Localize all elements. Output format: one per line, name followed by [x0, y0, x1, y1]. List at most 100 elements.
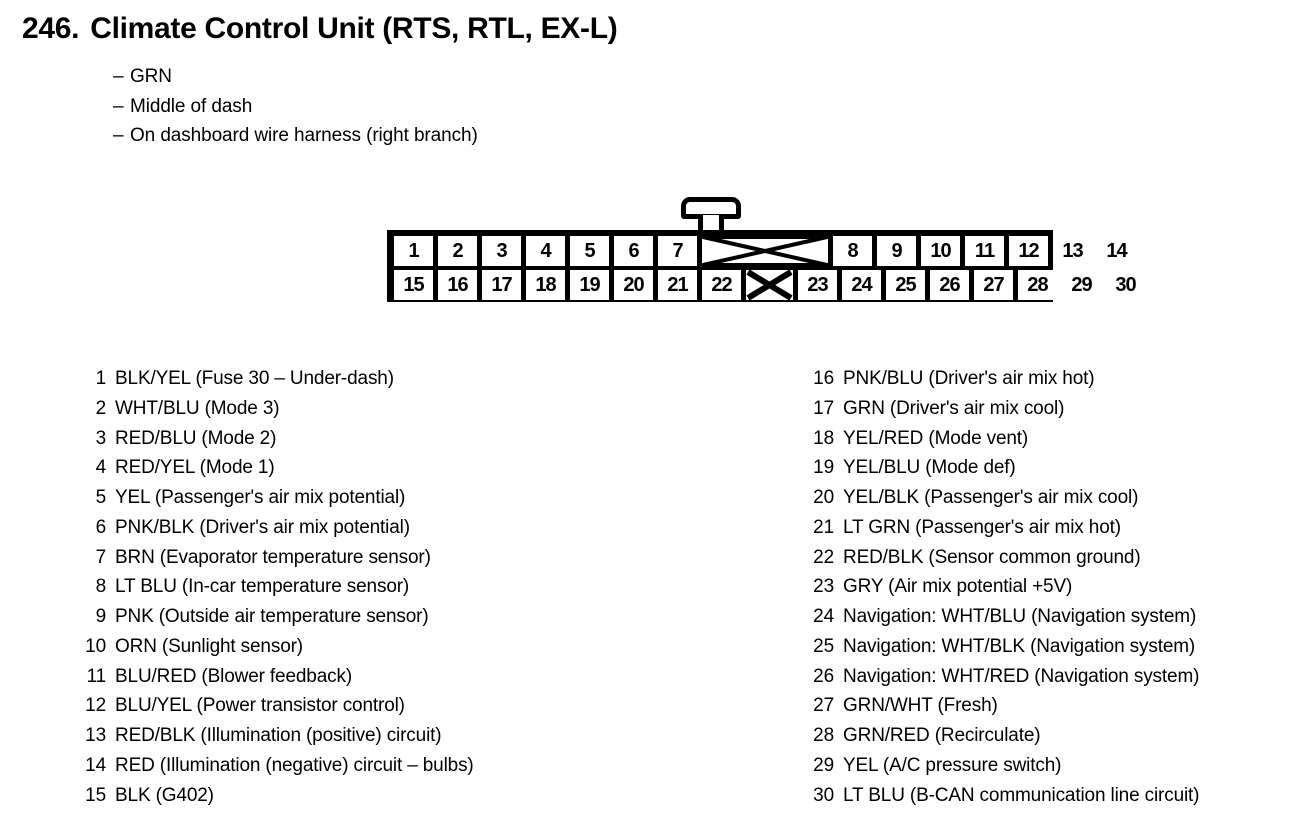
connector-attribute-color: –GRN — [113, 62, 478, 92]
pin-number: 24 — [813, 606, 834, 627]
pin-description: PNK (Outside air temperature sensor) — [115, 606, 429, 627]
pin-list-item: 24 Navigation: WHT/BLU (Navigation system… — [806, 602, 1199, 632]
bullet-dash: – — [113, 125, 124, 146]
pin-number: 22 — [813, 546, 834, 568]
connector-attribute-harness-text: On dashboard wire harness (right branch) — [130, 125, 478, 146]
pin-list-item: 25 Navigation: WHT/BLK (Navigation system… — [806, 632, 1199, 662]
pin-number: 10 — [85, 635, 106, 657]
pin-list-item: 18 YEL/RED (Mode vent) — [806, 424, 1199, 454]
pin-number: 23 — [813, 576, 834, 598]
connector-pin-cell-22: 22 — [702, 270, 741, 300]
pin-number: 18 — [813, 427, 834, 449]
pin-number: 29 — [813, 754, 834, 776]
pin-description: BRN (Evaporator temperature sensor) — [115, 546, 431, 568]
bullet-dash: – — [113, 66, 124, 87]
pin-number: 11 — [86, 665, 107, 687]
pin-number: 8 — [95, 576, 107, 598]
pin-description: Navigation: WHT/BLK (Navigation system) — [843, 635, 1196, 657]
pin-number: 27 — [813, 695, 834, 717]
connector-pin-cell-16: 16 — [438, 270, 477, 300]
pin-description: BLK/YEL (Fuse 30 – Under-dash) — [115, 368, 394, 389]
pin-description: YEL/BLU (Mode def) — [843, 457, 1016, 479]
pin-description: YEL/RED (Mode vent) — [843, 427, 1029, 449]
connector-attribute-location-text: Middle of dash — [130, 95, 253, 117]
connector-pin-cell-29: 29 — [1062, 270, 1101, 300]
connector-pin-cell-21: 21 — [658, 270, 697, 300]
bullet-dash: – — [113, 95, 124, 117]
pin-number: 15 — [85, 784, 106, 806]
connector-pin-cell-17: 17 — [482, 270, 521, 300]
connector-pin-cell-20: 20 — [614, 270, 653, 300]
blank-cavity-x-icon — [702, 236, 828, 266]
connector-pin-cell-4: 4 — [526, 236, 565, 266]
pin-list-item: 17 GRN (Driver's air mix cool) — [806, 394, 1199, 424]
connector-attribute-harness: –On dashboard wire harness (right branch… — [113, 121, 478, 151]
pin-description: Navigation: WHT/BLU (Navigation system) — [843, 606, 1197, 627]
connector-pin-cell-3: 3 — [482, 236, 521, 266]
pin-list-item: 23 GRY (Air mix potential +5V) — [806, 572, 1199, 602]
pin-description: RED/BLK (Illumination (positive) circuit… — [115, 725, 442, 746]
connector-pin-cell-15: 15 — [394, 270, 433, 300]
pin-description: LT BLU (In-car temperature sensor) — [115, 576, 410, 598]
pin-list-item: 9 PNK (Outside air temperature sensor) — [78, 602, 474, 632]
pin-number: 1 — [95, 368, 107, 389]
pin-description: RED (Illumination (negative) circuit – b… — [115, 754, 474, 776]
pin-number: 17 — [813, 397, 834, 419]
pin-description: ORN (Sunlight sensor) — [115, 635, 303, 657]
pin-number: 13 — [85, 725, 106, 746]
pin-number: 14 — [85, 754, 106, 776]
pin-number: 5 — [95, 487, 107, 508]
page-title-text: Climate Control Unit (RTS, RTL, EX-L) — [90, 12, 618, 45]
pin-list-item: 8 LT BLU (In-car temperature sensor) — [78, 572, 474, 602]
pin-number: 12 — [85, 695, 106, 717]
connector-pin-cell-11: 11 — [965, 236, 1004, 266]
connector-pin-cell-23: 23 — [798, 270, 837, 300]
connector-pin-cell-13: 13 — [1053, 236, 1092, 266]
connector-pin-cell-24: 24 — [842, 270, 881, 300]
pin-description: GRN/RED (Recirculate) — [843, 725, 1041, 746]
connector-pin-cell-27: 27 — [974, 270, 1013, 300]
pin-description: GRY (Air mix potential +5V) — [843, 576, 1073, 598]
connector-pin-cell-28: 28 — [1018, 270, 1057, 300]
page-title-number: 246. — [22, 12, 80, 45]
pin-number: 7 — [95, 546, 107, 568]
connector-attributes-list: –GRN –Middle of dash –On dashboard wire … — [113, 62, 478, 151]
connector-pin-cell-7: 7 — [658, 236, 697, 266]
pin-list-item: 19 YEL/BLU (Mode def) — [806, 453, 1199, 483]
connector-pin-cell-26: 26 — [930, 270, 969, 300]
latch-neck-shape — [698, 215, 724, 233]
pin-number: 19 — [813, 457, 834, 479]
connector-pin-cell-blank — [746, 270, 793, 300]
pin-description: YEL/BLK (Passenger's air mix cool) — [843, 487, 1139, 508]
connector-pin-cell-12: 12 — [1009, 236, 1048, 266]
pin-number: 16 — [813, 368, 834, 389]
pin-number: 28 — [813, 725, 834, 746]
connector-pin-cell-14: 14 — [1097, 236, 1136, 266]
pin-list-item: 14 RED (Illumination (negative) circuit –… — [78, 751, 474, 781]
pin-description: Navigation: WHT/RED (Navigation system) — [843, 665, 1200, 687]
pin-description: LT BLU (B-CAN communication line circuit… — [843, 784, 1200, 806]
connector-pin-cell-10: 10 — [921, 236, 960, 266]
connector-pin-cell-5: 5 — [570, 236, 609, 266]
pin-number: 4 — [95, 457, 107, 479]
pin-number: 9 — [95, 606, 107, 627]
pin-number: 25 — [813, 635, 834, 657]
connector-attribute-color-text: GRN — [130, 66, 172, 87]
pin-list-item: 1 BLK/YEL (Fuse 30 – Under-dash) — [78, 364, 474, 394]
pin-description: WHT/BLU (Mode 3) — [115, 397, 280, 419]
connector-pin-cell-18: 18 — [526, 270, 565, 300]
pin-description: GRN (Driver's air mix cool) — [843, 397, 1065, 419]
